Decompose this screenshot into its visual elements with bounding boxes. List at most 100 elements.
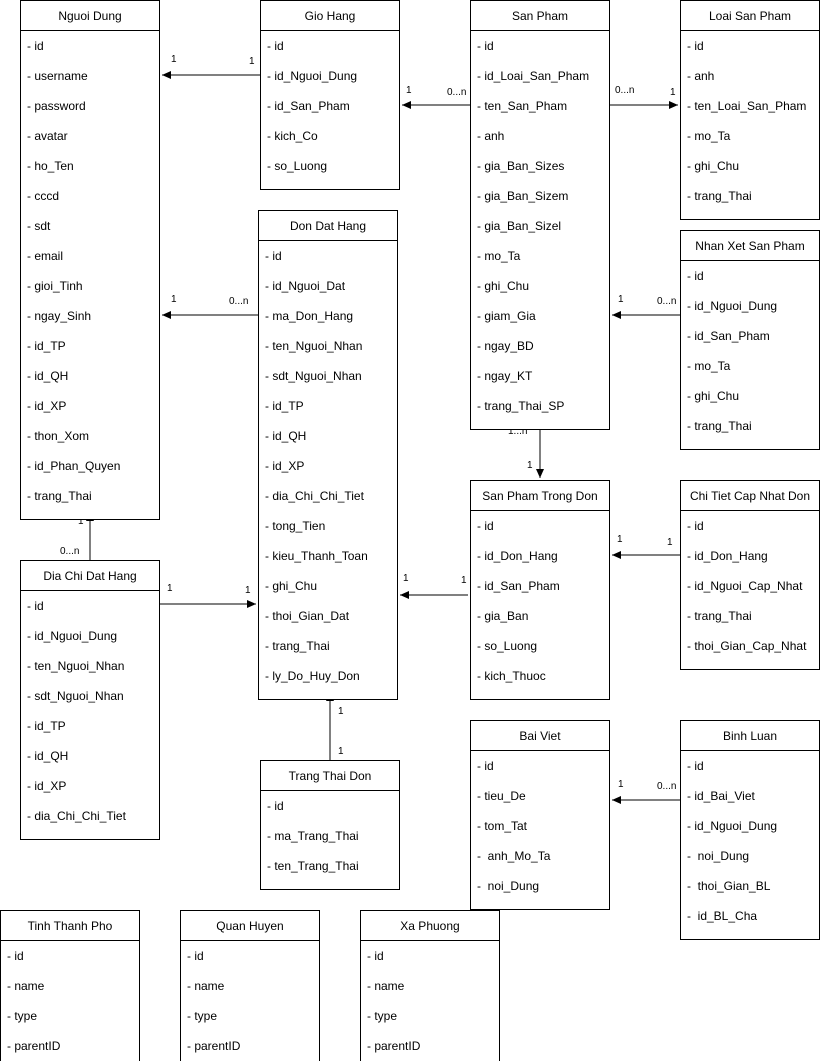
entity-attribute: - cccd [27,189,60,203]
entity-attribute: - avatar [27,129,68,143]
entity-attribute: - mo_Ta [477,249,521,263]
cardinality-to-label: 1 [245,585,251,596]
entity-nhan-xet-san-pham[interactable]: Nhan Xet San Pham- id- id_Nguoi_Dung- id… [680,230,820,450]
entity-attribute: - parentID [7,1039,61,1053]
entity-attribute: - ma_Don_Hang [265,309,354,323]
entity-attribute: - id_XP [27,399,67,413]
entity-attribute: - gia_Ban_Sizes [477,159,565,173]
entity-attribute: - ten_Nguoi_Nhan [265,339,363,353]
entity-title: Don Dat Hang [259,211,397,241]
entity-attribute: - trang_Thai [265,639,330,653]
entity-attribute: - id [687,269,704,283]
entity-attribute: - type [367,1009,398,1023]
entity-attribute: - id_Don_Hang [687,549,768,563]
entity-title: Tinh Thanh Pho [1,911,139,941]
entity-title: Chi Tiet Cap Nhat Don [681,481,819,511]
entity-attribute: - so_Luong [267,159,328,173]
entity-dia-chi-dat-hang[interactable]: Dia Chi Dat Hang- id- id_Nguoi_Dung- ten… [20,560,160,840]
entity-attribute: - id [687,39,704,53]
cardinality-to-label: 1 [406,85,412,96]
entity-quan-huyen[interactable]: Quan Huyen- id- name- type- parentID [180,910,320,1061]
cardinality-to-label: 1 [617,534,623,545]
entity-attribute: - id_TP [27,719,66,733]
entity-bai-viet[interactable]: Bai Viet- id- tieu_De- tom_Tat- anh_Mo_T… [470,720,610,910]
entity-attribute: - thoi_Gian_Dat [265,609,350,623]
relation-gio-hang-to-nguoi-dung: 11 [162,54,260,79]
entity-gio-hang[interactable]: Gio Hang- id- id_Nguoi_Dung- id_San_Pham… [260,0,400,190]
cardinality-from-label: 1 [338,746,344,757]
entity-attribute: - id_Phan_Quyen [27,459,121,473]
cardinality-to-label: 1 [338,706,344,717]
entity-attribute: - thoi_Gian_Cap_Nhat [687,639,807,653]
entity-attribute: - username [27,69,88,83]
entity-attribute: - tieu_De [477,789,526,803]
cardinality-to-label: 1 [618,779,624,790]
entity-attribute: - name [7,979,45,993]
entity-attribute: - kieu_Thanh_Toan [265,549,368,563]
entity-attribute: - thoi_Gian_BL [687,879,771,893]
entity-chi-tiet-cap-nhat-don[interactable]: Chi Tiet Cap Nhat Don- id- id_Don_Hang- … [680,480,820,670]
entity-attribute: - parentID [367,1039,421,1053]
entity-tinh-thanh-pho[interactable]: Tinh Thanh Pho- id- name- type- parentID [0,910,140,1061]
entity-title: San Pham [471,1,609,31]
entity-attribute: - id_Nguoi_Dung [687,819,778,833]
entity-don-dat-hang[interactable]: Don Dat Hang- id- id_Nguoi_Dat- ma_Don_H… [258,210,398,700]
entity-title: Xa Phuong [361,911,499,941]
entity-attribute: - gia_Ban_Sizel [477,219,562,233]
entity-attribute: - gioi_Tinh [27,279,83,293]
entity-attribute: - id [187,949,204,963]
entity-attribute: - id [7,949,24,963]
entity-attribute: - id [367,949,384,963]
entity-attribute: - mo_Ta [687,129,731,143]
entity-attribute: - id_TP [265,399,304,413]
entity-attribute: - trang_Thai [687,189,752,203]
relation-trang-thai-don-to-don-dat-hang: 11 [326,692,344,760]
entity-attribute: - ghi_Chu [687,389,740,403]
entity-trang-thai-don[interactable]: Trang Thai Don- id- ma_Trang_Thai- ten_T… [260,760,400,890]
entity-attribute: - ten_Nguoi_Nhan [27,659,125,673]
entity-attribute: - tom_Tat [477,819,528,833]
entity-attribute: - id_San_Pham [267,99,350,113]
entity-attribute: - so_Luong [477,639,538,653]
entity-xa-phuong[interactable]: Xa Phuong- id- name- type- parentID [360,910,500,1061]
entity-attribute: - ghi_Chu [265,579,318,593]
cardinality-from-label: 0...n [60,546,79,557]
entity-attribute: - id_Don_Hang [477,549,558,563]
entity-attribute: - kich_Thuoc [477,669,546,683]
entity-san-pham[interactable]: San Pham- id- id_Loai_San_Pham- ten_San_… [470,0,610,430]
entity-attribute: - id_XP [27,779,67,793]
entity-nguoi-dung[interactable]: Nguoi Dung- id- username- password- avat… [20,0,160,520]
entity-attribute: - ghi_Chu [687,159,740,173]
entity-attribute: - id_San_Pham [687,329,770,343]
entity-attribute: - id [267,799,284,813]
relation-nhan-xet-san-pham-to-san-pham: 0...n1 [612,294,680,319]
entity-attribute: - gia_Ban_Sizem [477,189,569,203]
entity-attribute: - id_Bai_Viet [687,789,755,803]
entity-attribute: - id [477,759,494,773]
entity-attribute: - id [265,249,282,263]
entity-attribute: - id_Loai_San_Pham [477,69,590,83]
entity-attribute: - ten_Trang_Thai [267,859,359,873]
entity-attribute: - parentID [187,1039,241,1053]
relation-don-dat-hang-to-nguoi-dung: 0...n 1 [162,294,258,319]
entity-loai-san-pham[interactable]: Loai San Pham- id- anh- ten_Loai_San_Pha… [680,0,820,220]
cardinality-from-label: 0...n [229,296,248,307]
entity-attribute: - password [27,99,86,113]
entity-san-pham-trong-don[interactable]: San Pham Trong Don- id- id_Don_Hang- id_… [470,480,610,700]
cardinality-to-label: 1 [171,294,177,305]
entity-attribute: - anh_Mo_Ta [477,849,551,863]
entity-attribute: - trang_Thai [687,419,752,433]
entity-attribute: - ten_Loai_San_Pham [687,99,807,113]
entity-attribute: - name [187,979,225,993]
entity-attribute: - id_San_Pham [477,579,560,593]
entity-attribute: - ngay_BD [477,339,534,353]
entity-attribute: - sdt_Nguoi_Nhan [27,689,124,703]
entity-attribute: - id_Nguoi_Dung [687,299,778,313]
relation-san-pham-to-gio-hang: 0...n1 [402,85,470,109]
entity-binh-luan[interactable]: Binh Luan- id- id_Bai_Viet- id_Nguoi_Dun… [680,720,820,940]
entity-attribute: - dia_Chi_Chi_Tiet [27,809,126,823]
entity-attribute: - id_XP [265,459,305,473]
